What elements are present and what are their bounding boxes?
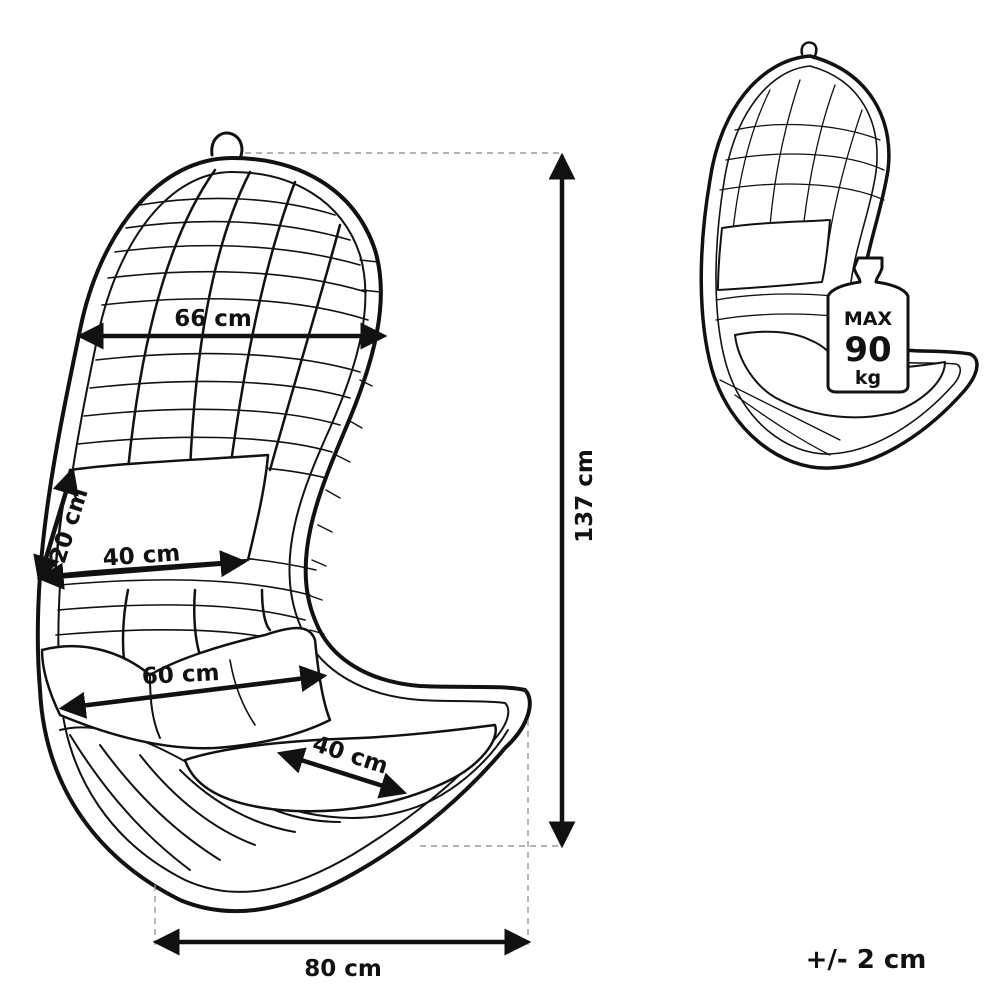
weight-capacity-badge: MAX 90 kg: [826, 256, 910, 394]
weight-icon: [826, 256, 910, 394]
arrow-cushion-depth: [276, 747, 408, 799]
arrow-pillow-width: [36, 550, 248, 590]
weight-unit: kg: [855, 367, 881, 389]
label-tolerance: +/- 2 cm: [806, 945, 927, 975]
arrow-cushion-width: [58, 665, 328, 719]
label-pillow-width: 40 cm: [102, 540, 181, 571]
hanging-chair-thumbnail: [699, 41, 979, 470]
weight-max-label: MAX: [844, 308, 893, 330]
label-cushion-width: 60 cm: [141, 660, 220, 690]
hanging-chair-illustration: [35, 131, 532, 914]
label-width-top: 66 cm: [174, 306, 252, 332]
dimension-arrows: [33, 152, 576, 956]
weight-value: 90: [844, 330, 891, 370]
label-height-total: 137 cm: [572, 449, 598, 543]
label-base-width: 80 cm: [304, 956, 382, 982]
